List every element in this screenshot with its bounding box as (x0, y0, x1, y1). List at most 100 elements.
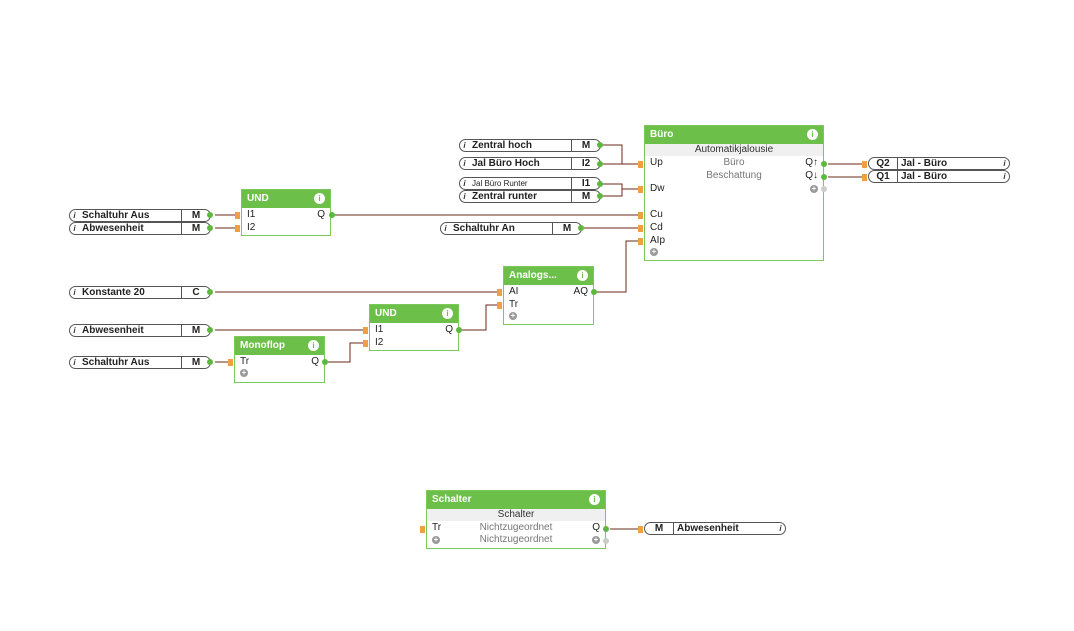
output-pin[interactable] (597, 161, 603, 167)
block-header[interactable]: Schalter i (427, 491, 605, 509)
tag-type: M (552, 223, 581, 234)
block-header[interactable]: UND i (242, 190, 330, 208)
input-label: Dw (650, 183, 665, 194)
info-icon[interactable]: i (1003, 159, 1006, 168)
input-pin[interactable] (638, 225, 643, 232)
info-icon[interactable]: i (589, 494, 600, 505)
input-pin[interactable] (420, 526, 425, 533)
tag-konstante-20[interactable]: i Konstante 20 C (69, 286, 211, 299)
input-pin[interactable] (497, 302, 502, 309)
tag-q2-output[interactable]: Q2 Jal - Büro i (868, 157, 1010, 170)
tag-abwesenheit-output[interactable]: M Abwesenheit i (644, 522, 786, 535)
output-pin[interactable] (578, 225, 584, 231)
info-icon[interactable]: i (807, 129, 818, 140)
tag-type: Q2 (869, 158, 898, 169)
info-icon[interactable]: i (463, 192, 466, 201)
tag-abwesenheit[interactable]: i Abwesenheit M (69, 222, 211, 235)
tag-jal-buero-runter[interactable]: i Jal Büro Runter I1 (459, 177, 601, 190)
add-output-icon[interactable]: + (592, 535, 600, 544)
info-icon[interactable]: i (73, 326, 76, 335)
block-header[interactable]: Büro i (645, 126, 823, 144)
input-pin[interactable] (638, 212, 643, 219)
output-pin[interactable] (821, 174, 827, 180)
info-icon[interactable]: i (73, 288, 76, 297)
input-pin[interactable] (638, 238, 643, 245)
info-icon[interactable]: i (463, 141, 466, 150)
input-label: I2 (247, 222, 256, 233)
output-pin[interactable] (597, 181, 603, 187)
input-pin[interactable] (638, 186, 643, 193)
add-input-icon[interactable]: + (240, 368, 248, 377)
info-icon[interactable]: i (779, 524, 782, 533)
tag-abwesenheit-2[interactable]: i Abwesenheit M (69, 324, 211, 337)
output-pin[interactable] (597, 193, 603, 199)
wire-zentral-hoch-up (600, 144, 640, 165)
input-pin[interactable] (363, 340, 368, 347)
info-icon[interactable]: i (442, 308, 453, 319)
unused-output-pin[interactable] (603, 538, 609, 544)
tag-jal-buero-hoch[interactable]: i Jal Büro Hoch I2 (459, 157, 601, 170)
block-title: UND (375, 308, 397, 319)
input-pin[interactable] (363, 327, 368, 334)
output-pin[interactable] (603, 526, 609, 532)
info-icon[interactable]: i (1003, 172, 1006, 181)
output-pin[interactable] (456, 327, 462, 333)
block-title: Büro (650, 129, 674, 140)
output-pin[interactable] (322, 359, 328, 365)
input-pin[interactable] (638, 526, 643, 533)
tag-zentral-hoch[interactable]: i Zentral hoch M (459, 139, 601, 152)
add-output-icon[interactable]: + (810, 184, 818, 193)
output-pin[interactable] (207, 225, 213, 231)
add-input-icon[interactable]: + (432, 535, 440, 544)
input-pin[interactable] (862, 161, 867, 168)
output-pin[interactable] (207, 327, 213, 333)
tag-zentral-runter[interactable]: i Zentral runter M (459, 190, 601, 203)
output-pin[interactable] (207, 212, 213, 218)
add-input-icon[interactable]: + (509, 311, 517, 320)
tag-schaltuhr-an[interactable]: i Schaltuhr An M (440, 222, 582, 235)
info-icon[interactable]: i (73, 211, 76, 220)
output-pin[interactable] (591, 289, 597, 295)
tag-schaltuhr-aus-2[interactable]: i Schaltuhr Aus M (69, 356, 211, 369)
input-pin[interactable] (862, 174, 867, 181)
block-header[interactable]: UND i (370, 305, 458, 323)
info-icon[interactable]: i (73, 358, 76, 367)
output-pin[interactable] (821, 161, 827, 167)
tag-q1-output[interactable]: Q1 Jal - Büro i (868, 170, 1010, 183)
info-icon[interactable]: i (463, 179, 466, 188)
input-pin[interactable] (228, 359, 233, 366)
tag-schaltuhr-aus[interactable]: i Schaltuhr Aus M (69, 209, 211, 222)
input-pin[interactable] (497, 289, 502, 296)
tag-type: M (181, 223, 210, 234)
add-input-icon[interactable]: + (650, 247, 658, 256)
block-header[interactable]: Analogs... i (504, 267, 593, 285)
output-label: Q (317, 209, 325, 220)
info-icon[interactable]: i (73, 224, 76, 233)
info-icon[interactable]: i (463, 159, 466, 168)
block-header[interactable]: Monoflop i (235, 337, 324, 355)
input-pin[interactable] (638, 161, 643, 168)
info-icon[interactable]: i (308, 340, 319, 351)
center-label: Nichtzugeordnet (479, 522, 553, 533)
output-pin[interactable] (329, 212, 335, 218)
output-label: Q↑ (805, 157, 818, 168)
input-pin[interactable] (235, 212, 240, 219)
output-pin[interactable] (597, 142, 603, 148)
info-icon[interactable]: i (444, 224, 447, 233)
tag-type: Q1 (869, 171, 898, 182)
output-pin[interactable] (207, 289, 213, 295)
wire-jal-buero-runter-dw (600, 183, 640, 190)
unused-output-pin[interactable] (821, 186, 827, 192)
input-pin[interactable] (235, 225, 240, 232)
input-label: AIp (650, 235, 666, 246)
output-pin[interactable] (207, 359, 213, 365)
info-icon[interactable]: i (577, 270, 588, 281)
info-icon[interactable]: i (314, 193, 325, 204)
